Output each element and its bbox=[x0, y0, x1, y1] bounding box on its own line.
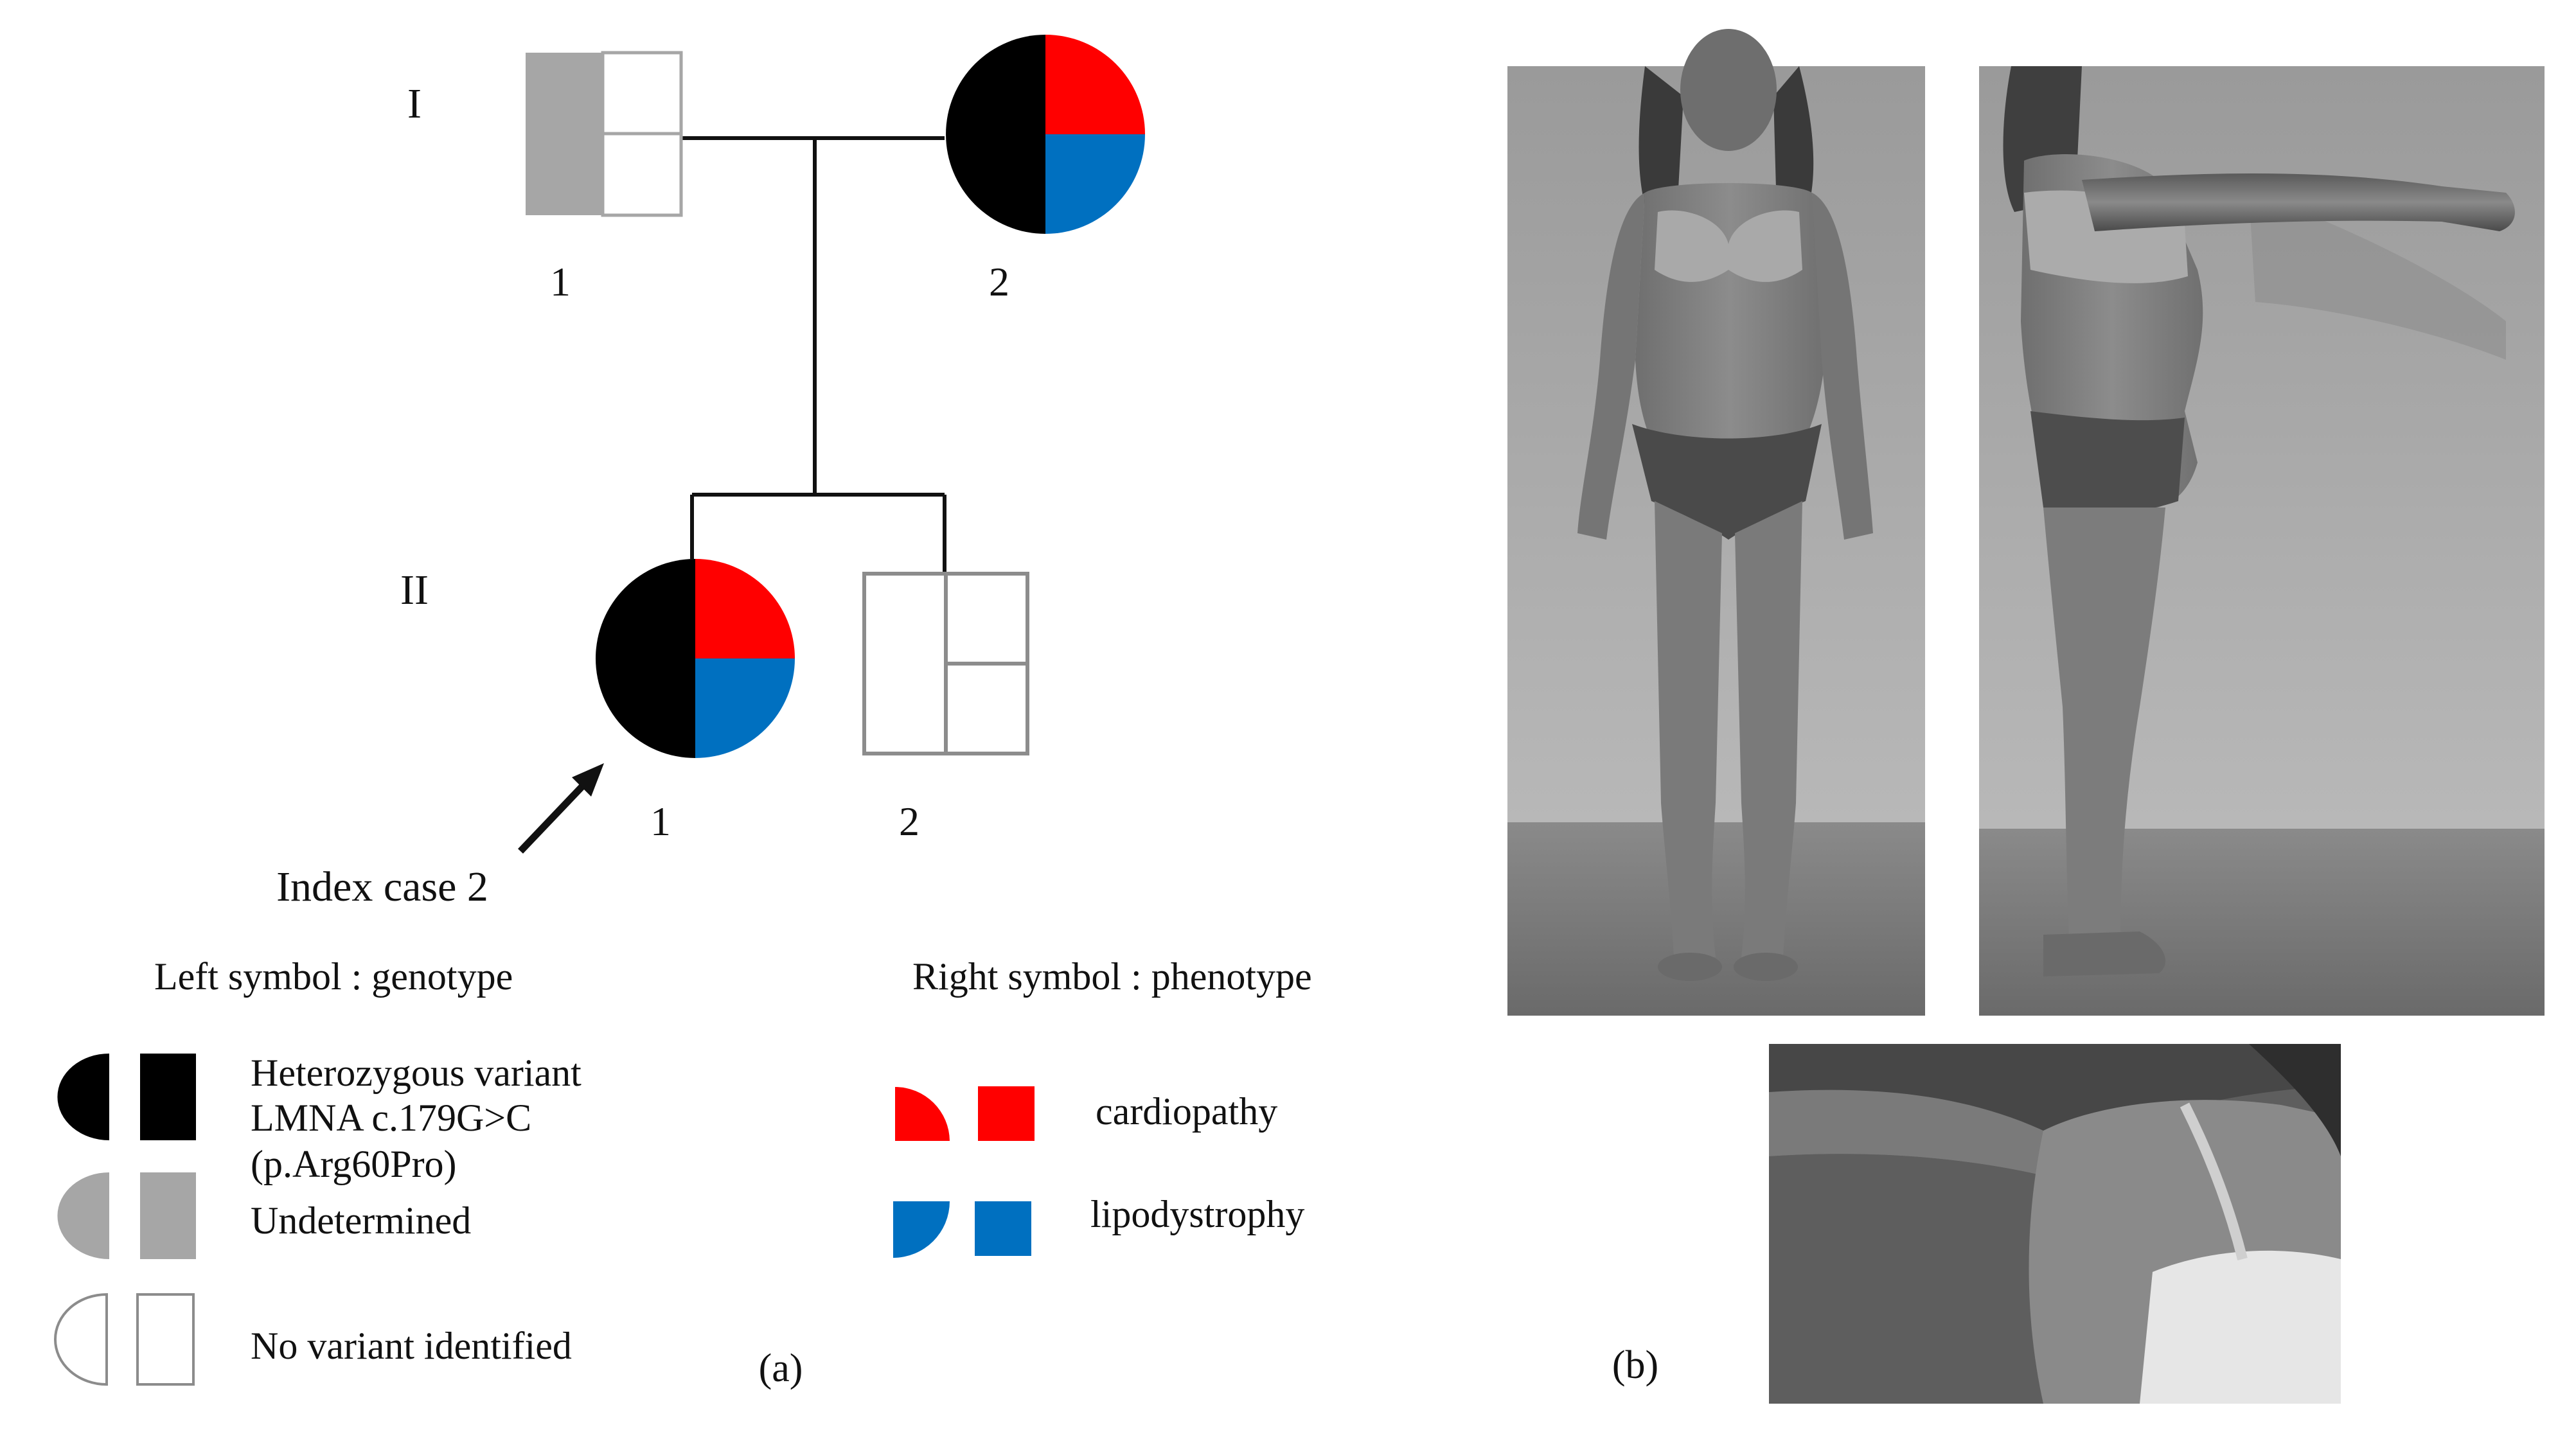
legend-genotype-title: Left symbol : genotype bbox=[154, 955, 513, 998]
phenotype-quarter-lipodystrophy bbox=[695, 658, 795, 758]
legend-no-variant-swatch bbox=[54, 1293, 195, 1386]
photo-axilla-close-up bbox=[1769, 1044, 2341, 1404]
individual-II-2: 2 bbox=[862, 572, 1029, 844]
genotype-half-none bbox=[862, 572, 948, 755]
legend-undetermined: Undetermined bbox=[251, 1199, 471, 1242]
legend-no-variant: No variant identified bbox=[251, 1325, 572, 1367]
index-case-label: Index case 2 bbox=[276, 863, 488, 910]
individual-number: 1 bbox=[550, 259, 571, 305]
proband-arrow bbox=[518, 763, 604, 854]
individual-I-1: 1 bbox=[526, 51, 683, 305]
legend-heterozygous-swatch bbox=[57, 1054, 196, 1140]
legend-cardiopathy-swatch bbox=[895, 1086, 1035, 1141]
individual-number: 2 bbox=[989, 259, 1009, 305]
individual-number: 2 bbox=[899, 799, 919, 844]
photo-panel: (b) bbox=[1507, 29, 2545, 1404]
individual-II-1: 1 bbox=[596, 559, 795, 844]
arrow-head-icon bbox=[572, 763, 604, 797]
pedigree: I II 1 2 1 bbox=[276, 35, 1145, 910]
legend-heterozygous-line3: (p.Arg60Pro) bbox=[251, 1143, 457, 1185]
legend-heterozygous-line2: LMNA c.179G>C bbox=[251, 1097, 531, 1139]
generation-label-I: I bbox=[407, 80, 422, 127]
legend-cardiopathy: cardiopathy bbox=[1096, 1090, 1277, 1133]
generation-label-II: II bbox=[400, 567, 429, 613]
legend-heterozygous-line1: Heterozygous variant bbox=[251, 1052, 582, 1094]
genotype-half-heterozygous bbox=[946, 35, 1045, 234]
genotype-half-heterozygous bbox=[596, 559, 695, 758]
individual-I-2: 2 bbox=[946, 35, 1145, 305]
pedigree-connectors bbox=[682, 136, 946, 574]
legend-phenotype-title: Right symbol : phenotype bbox=[912, 955, 1312, 998]
photo-lateral-view bbox=[1979, 66, 2545, 1016]
phenotype-quarter-cardiopathy bbox=[1045, 35, 1145, 134]
legend-undetermined-swatch bbox=[57, 1172, 196, 1259]
phenotype-quarter-lipodystrophy bbox=[1045, 134, 1145, 234]
panel-label-a: (a) bbox=[759, 1346, 803, 1390]
phenotype-quarter-cardiopathy bbox=[695, 559, 795, 658]
panel-label-b: (b) bbox=[1612, 1343, 1658, 1387]
legend-lipodystrophy: lipodystrophy bbox=[1090, 1193, 1304, 1235]
individual-number: 1 bbox=[650, 799, 671, 844]
photo-frontal-view bbox=[1507, 29, 1925, 1016]
legend-lipodystrophy-swatch bbox=[893, 1201, 1031, 1258]
genotype-half-undetermined bbox=[526, 53, 603, 215]
legend: Left symbol : genotype Right symbol : ph… bbox=[54, 955, 1312, 1390]
